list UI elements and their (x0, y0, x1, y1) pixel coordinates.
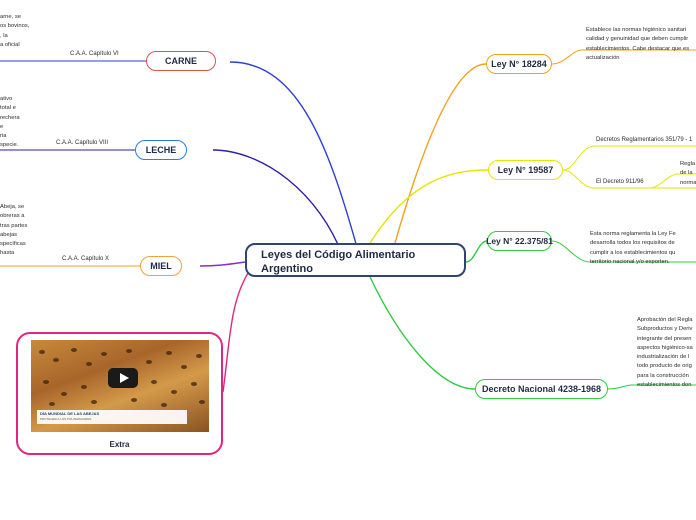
topic-ley-18284[interactable]: Ley N° 18284 (486, 54, 552, 74)
video-thumbnail[interactable]: DÍA MUNDIAL DE LAS ABEJAS PROTEGER A LOS… (31, 340, 209, 432)
decretos-reglamentarios: Decretos Reglamentarios 351/79 - 1 (596, 137, 692, 143)
topic-decreto-4238[interactable]: Decreto Nacional 4238-1968 (475, 379, 608, 399)
central-title-line2: Argentino (261, 262, 450, 276)
topic-ley-22375[interactable]: Ley N° 22.375/81 (487, 231, 552, 251)
topic-ley-18284-label: Ley N° 18284 (491, 59, 547, 69)
topic-ley-19587[interactable]: Ley N° 19587 (488, 160, 563, 180)
central-title-line1: Leyes del Código Alimentario (261, 248, 450, 262)
topic-leche[interactable]: LECHE (135, 140, 187, 160)
miel-description: Abeja, se obreras a tras partes abejas s… (0, 203, 27, 259)
topic-carne-label: CARNE (165, 56, 197, 66)
decreto-4238-description: Aprobación del Regla Subproductos y Deri… (637, 316, 693, 390)
topic-carne[interactable]: CARNE (146, 51, 216, 71)
topic-miel[interactable]: MIEL (140, 256, 182, 276)
leche-chapter: C.A.A. Capítulo VIII (56, 140, 108, 146)
ley-18284-description: Establece las normas higiénico sanitari … (586, 26, 689, 63)
topic-ley-19587-label: Ley N° 19587 (498, 165, 554, 175)
play-button[interactable] (108, 368, 138, 388)
carne-description: arne, se os bovinos, , la a oficial (0, 13, 29, 50)
ley-22375-description: Esta norma reglamenta la Ley Fe desarrol… (590, 230, 676, 267)
topic-miel-label: MIEL (150, 261, 172, 271)
regla-description: Regla de la norma (680, 160, 696, 188)
topic-leche-label: LECHE (146, 145, 177, 155)
central-topic[interactable]: Leyes del Código Alimentario Argentino (245, 243, 466, 277)
miel-chapter: C.A.A. Capítulo X (62, 256, 109, 262)
video-banner: DÍA MUNDIAL DE LAS ABEJAS PROTEGER A LOS… (37, 410, 187, 424)
play-icon (120, 373, 129, 383)
topic-decreto-4238-label: Decreto Nacional 4238-1968 (482, 384, 601, 394)
leche-description: ativo total e rechera e ria specie. (0, 95, 20, 151)
video-caption: Extra (18, 440, 221, 449)
carne-chapter: C.A.A. Capítulo VI (70, 51, 119, 57)
decreto-911: El Decreto 911/96 (596, 179, 644, 185)
topic-ley-22375-label: Ley N° 22.375/81 (486, 236, 553, 246)
extra-video-card[interactable]: DÍA MUNDIAL DE LAS ABEJAS PROTEGER A LOS… (16, 332, 223, 455)
